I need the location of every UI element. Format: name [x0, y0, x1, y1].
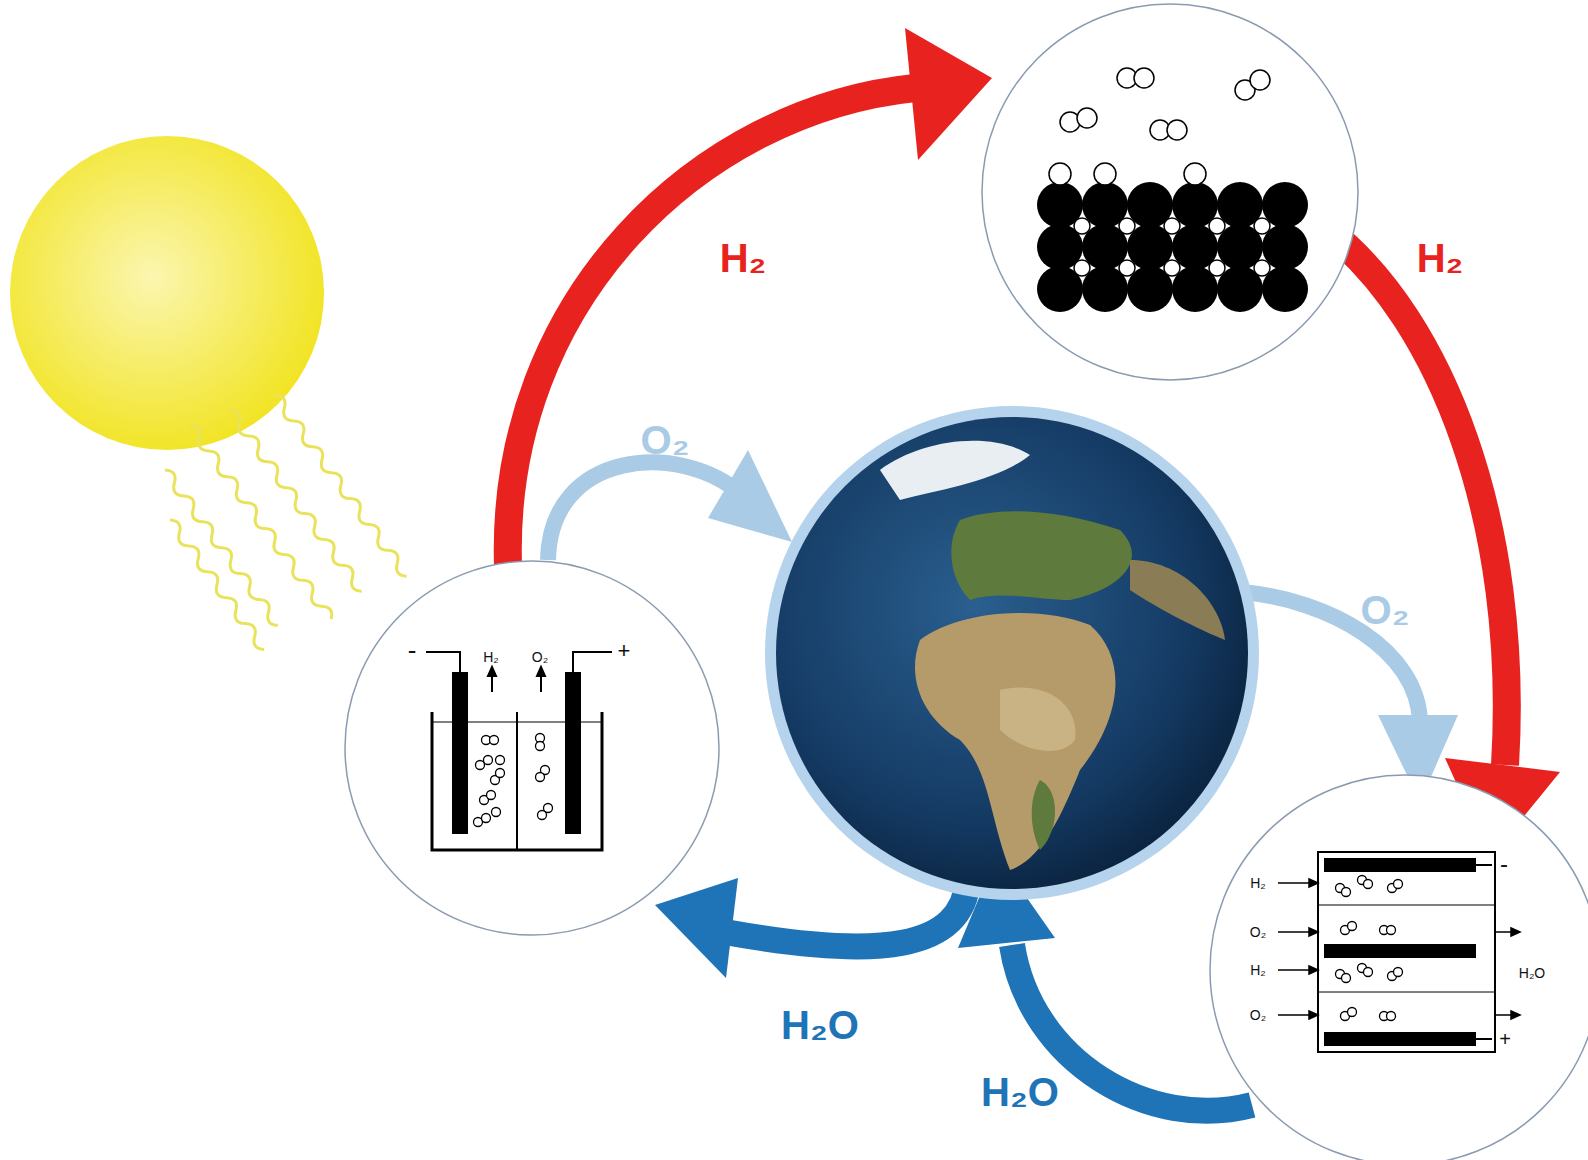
oxygen-label: O₂ — [1361, 590, 1410, 630]
sun — [10, 136, 324, 450]
component-text: H₂ — [483, 650, 499, 664]
electrolyser — [345, 561, 719, 935]
component-text: + — [1499, 1029, 1511, 1049]
electrolyser-circle: - H₂ O₂ + — [340, 561, 714, 935]
component-text: O₂ — [532, 650, 548, 664]
hydride-storage — [982, 4, 1358, 380]
water-arrows — [655, 855, 1252, 1111]
fuel-cell — [1210, 775, 1588, 1160]
earth — [765, 406, 1259, 900]
water-label: H₂O — [781, 1005, 859, 1045]
oxygen-label: O₂ — [641, 420, 690, 460]
fuel-cell-circle: H₂ - O₂ H₂ H₂O O₂ + — [1210, 775, 1588, 1160]
component-text: - — [408, 637, 417, 663]
sun-rays — [161, 392, 411, 652]
water-label: H₂O — [981, 1072, 1059, 1112]
component-text: H₂ — [1250, 963, 1266, 977]
component-text: H₂ — [1250, 876, 1266, 890]
component-text: H₂O — [1519, 966, 1545, 980]
component-text: - — [1500, 852, 1508, 876]
component-text: O₂ — [1250, 1008, 1266, 1022]
hydrogen-label: H₂ — [1417, 238, 1464, 278]
hydrogen-label: H₂ — [720, 238, 767, 278]
component-text: + — [618, 640, 631, 662]
component-text: O₂ — [1250, 925, 1266, 939]
